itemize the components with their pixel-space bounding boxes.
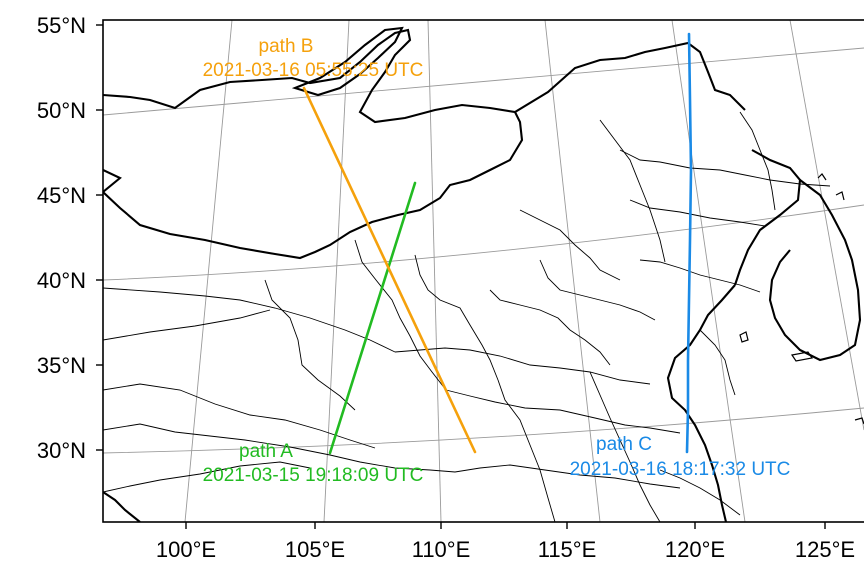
map-content: [103, 20, 864, 522]
path-a-line: [328, 181, 417, 455]
meridian-125: [789, 20, 864, 431]
path-b-name: path B: [259, 36, 314, 57]
lat-labels: 55°N 50°N 45°N 40°N 35°N 30°N: [37, 13, 86, 463]
mongolia-south-border: [103, 111, 524, 260]
lat-label-55: 55°N: [37, 13, 86, 38]
path-c-time: 2021-03-16 18:17:32 UTC: [570, 459, 791, 480]
flight-paths: [302, 32, 693, 455]
path-a-time: 2021-03-15 19:18:09 UTC: [203, 465, 424, 486]
meridian-115: [544, 20, 601, 522]
sw-border: [103, 491, 141, 522]
country-borders: [103, 26, 862, 522]
latitude-line-40: [103, 204, 864, 281]
lon-label-105: 105°E: [285, 537, 345, 562]
lon-label-125: 125°E: [795, 537, 855, 562]
plot-frame: [102, 19, 864, 523]
path-b-line: [302, 86, 477, 454]
path-labels: path B 2021-03-16 05:55:25 UTC path A 20…: [203, 36, 791, 486]
graticule: [103, 20, 864, 522]
lat-label-30: 30°N: [37, 438, 86, 463]
province-boundaries: [103, 111, 831, 522]
lon-label-115: 115°E: [538, 537, 597, 562]
meridian-105: [323, 20, 350, 522]
coastline: [666, 284, 736, 522]
korea-border: [734, 149, 802, 286]
path-c-name: path C: [596, 434, 652, 455]
lat-label-40: 40°N: [37, 268, 86, 293]
lon-label-120: 120°E: [665, 537, 725, 562]
path-c-line: [685, 32, 693, 454]
lon-label-100: 100°E: [156, 537, 216, 562]
nw-border: [103, 169, 122, 193]
islands: [739, 173, 864, 425]
lon-ticks: [185, 522, 826, 529]
korea-coast: [768, 179, 862, 362]
latitude-line-50: [103, 47, 864, 116]
lat-label-50: 50°N: [37, 98, 86, 123]
lat-ticks: [96, 24, 103, 451]
path-a-name: path A: [239, 441, 293, 462]
lat-label-35: 35°N: [37, 353, 86, 378]
lon-label-110: 110°E: [412, 537, 471, 562]
lake-baikal: [291, 26, 404, 97]
meridian-100: [184, 20, 233, 522]
path-b-time: 2021-03-16 05:55:25 UTC: [203, 60, 424, 81]
latitude-line-30: [103, 407, 864, 454]
lon-labels: 100°E 105°E 110°E 115°E 120°E 125°E: [156, 537, 855, 562]
lat-label-45: 45°N: [37, 183, 86, 208]
mongolia-north-border: [103, 28, 746, 124]
meridian-120: [671, 20, 746, 522]
meridian-110: [427, 20, 442, 522]
